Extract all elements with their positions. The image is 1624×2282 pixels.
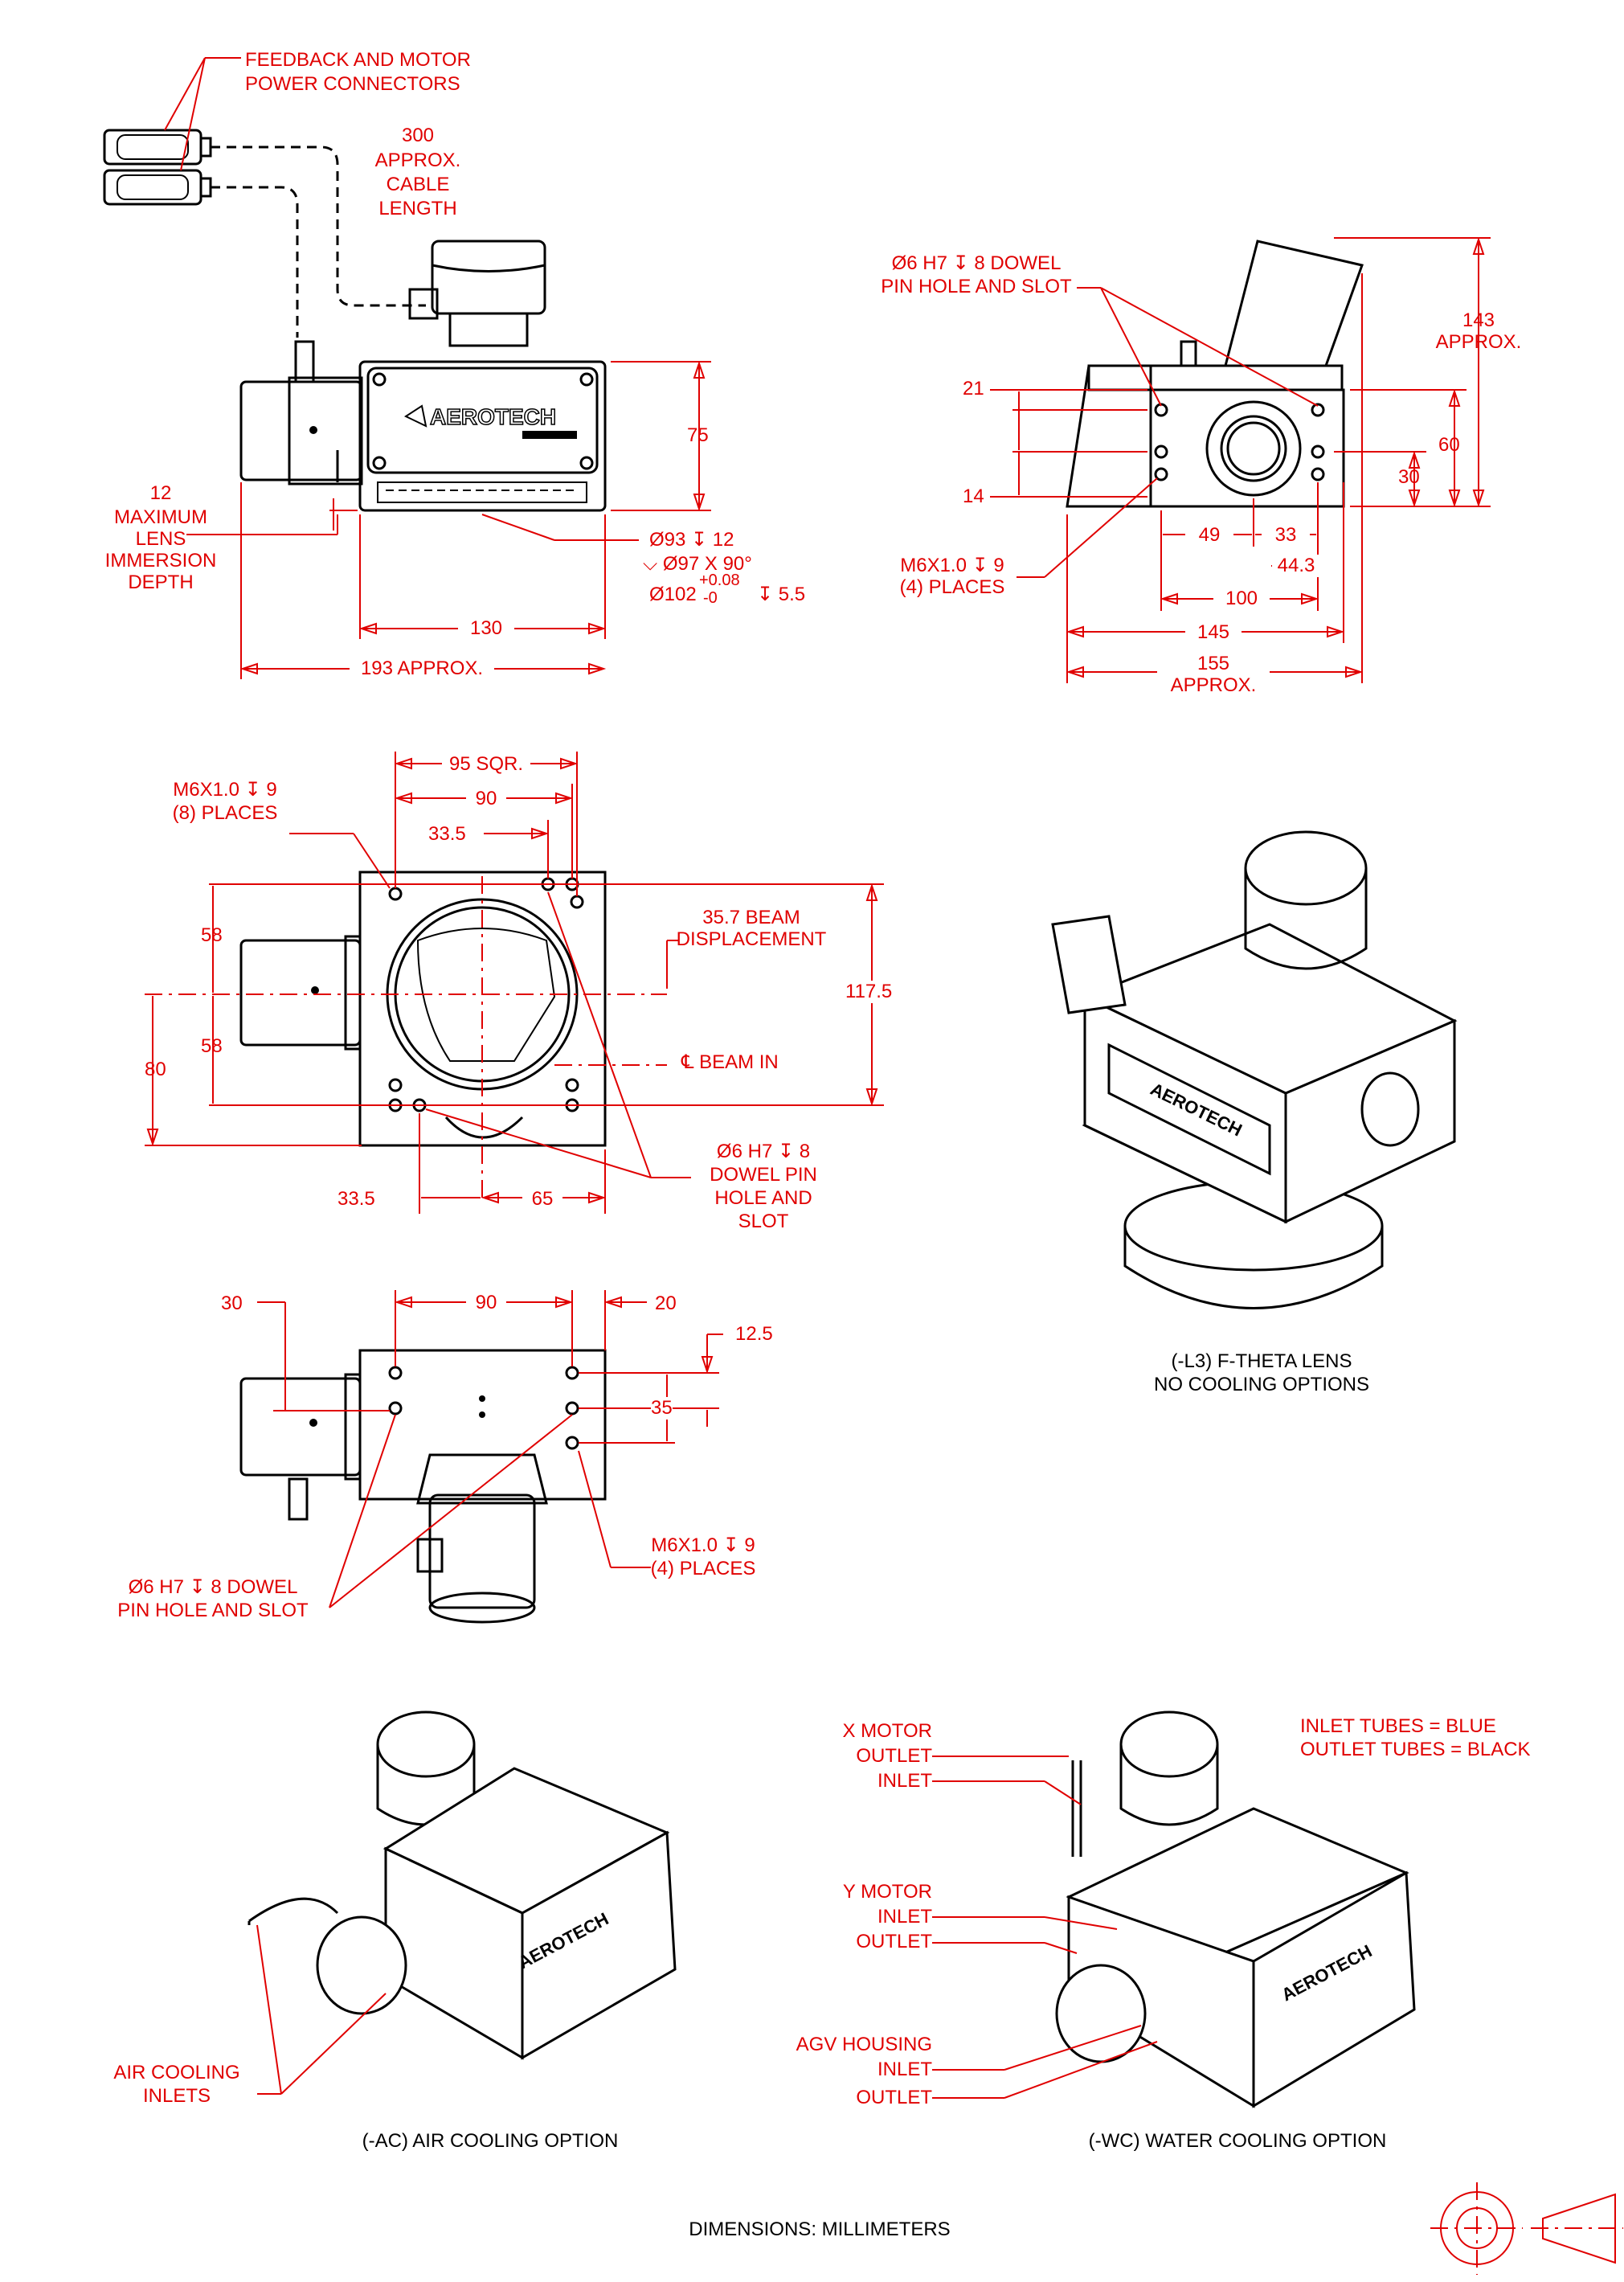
caption-dimensions: DIMENSIONS: MILLIMETERS <box>689 2218 951 2240</box>
agv-outlet: OUTLET <box>856 2087 932 2108</box>
side-view <box>990 236 1491 683</box>
d-sub-connector-2 <box>103 169 212 206</box>
x-motor-inlet: INLET <box>877 1770 932 1792</box>
dim-60: 60 <box>1438 434 1460 456</box>
dim-33-5-bottom: 33.5 <box>337 1188 375 1210</box>
dim-33-5-top: 33.5 <box>428 823 466 845</box>
x-motor-outlet: OUTLET <box>856 1745 932 1767</box>
tap-callout-bottom: M6X1.0 ↧ 9 (4) PLACES <box>650 1534 756 1579</box>
y-motor-outlet: OUTLET <box>856 1931 932 1952</box>
dowel-callout-bottom: Ø6 H7 ↧ 8 DOWEL PIN HOLE AND SLOT <box>117 1576 309 1621</box>
connectors-label: FEEDBACK AND MOTOR POWER CONNECTORS <box>245 49 471 95</box>
caption-ac: (-AC) AIR COOLING OPTION <box>362 2130 619 2152</box>
tap-callout-top: M6X1.0 ↧ 9 (8) PLACES <box>172 779 278 824</box>
beam-displacement: 35.7 BEAM DISPLACEMENT <box>676 907 827 950</box>
dim-193: 193 APPROX. <box>350 658 494 680</box>
agv-housing-label: AGV HOUSING <box>796 2034 932 2055</box>
dim-12-5: 12.5 <box>735 1323 773 1345</box>
aerotech-logo: AEROTECH <box>430 404 556 429</box>
dim-90-bottom: 90 <box>466 1292 506 1314</box>
bottom-view <box>239 1290 723 1624</box>
beam-in-label: ℄ BEAM IN <box>681 1051 779 1073</box>
isometric-ac: AEROTECH <box>247 1710 677 2095</box>
top-view <box>145 752 884 1214</box>
dim-35: 35 <box>651 1397 673 1420</box>
dim-65: 65 <box>522 1188 562 1211</box>
immersion-label: MAXIMUM LENS IMMERSION DEPTH <box>104 506 217 593</box>
bore-tolerance-minus: -0 <box>703 589 718 607</box>
dim-58-lower: 58 <box>201 1035 223 1057</box>
bore-callout-2: ⌵ Ø97 X 90° <box>643 553 752 575</box>
x-motor-label: X MOTOR <box>842 1720 932 1742</box>
dim-95-sqr: 95 SQR. <box>442 753 530 776</box>
dim-100: 100 <box>1213 588 1270 610</box>
dim-30: 30 <box>1398 466 1420 488</box>
cable-length-label: APPROX. CABLE LENGTH <box>374 150 461 219</box>
cable-length-value: 300 <box>401 125 435 146</box>
isometric-l3: AEROTECH <box>1051 830 1458 1309</box>
tube-colors-outlet: OUTLET TUBES = BLACK <box>1300 1739 1531 1760</box>
bore-callout-3a: Ø102 <box>649 584 697 605</box>
bore-tolerance-plus: +0.08 <box>699 572 740 589</box>
tap-callout-side: M6X1.0 ↧ 9 (4) PLACES <box>899 555 1005 598</box>
dim-33: 33 <box>1262 524 1310 547</box>
dim-75: 75 <box>687 424 709 446</box>
bore-callout-3b: ↧ 5.5 <box>757 584 806 605</box>
dim-21: 21 <box>963 378 984 399</box>
dowel-callout-side: Ø6 H7 ↧ 8 DOWEL PIN HOLE AND SLOT <box>881 252 1072 297</box>
dim-155: 155 APPROX. <box>1157 653 1270 696</box>
dim-14: 14 <box>963 485 984 507</box>
air-cooling-inlets: AIR COOLING INLETS <box>113 2062 240 2107</box>
dim-30-bottom: 30 <box>221 1293 243 1314</box>
front-view: AEROTECH <box>103 57 711 679</box>
dim-49: 49 <box>1185 524 1233 547</box>
d-sub-connector-1 <box>103 129 212 166</box>
caption-wc: (-WC) WATER COOLING OPTION <box>1088 2130 1387 2152</box>
dim-145: 145 <box>1185 621 1242 644</box>
projection-symbol <box>1430 2182 1623 2275</box>
y-motor-label: Y MOTOR <box>842 1881 932 1903</box>
dim-143: 143 APPROX. <box>1435 309 1522 353</box>
y-motor-inlet: INLET <box>877 1906 932 1928</box>
caption-l3-line2: NO COOLING OPTIONS <box>1153 1374 1370 1395</box>
dim-44-3: 44.3 <box>1272 555 1320 577</box>
dim-58-upper: 58 <box>201 924 223 946</box>
isometric-wc: AEROTECH <box>932 1710 1416 2108</box>
agv-inlet: INLET <box>877 2059 932 2080</box>
bore-callout-1: Ø93 ↧ 12 <box>649 529 734 551</box>
immersion-value: 12 <box>149 482 172 504</box>
dowel-callout-top: Ø6 H7 ↧ 8 DOWEL PIN HOLE AND SLOT <box>710 1141 817 1232</box>
dim-90-top: 90 <box>466 788 506 810</box>
tube-colors-inlet: INLET TUBES = BLUE <box>1300 1715 1496 1737</box>
dim-80: 80 <box>145 1059 166 1080</box>
dim-20: 20 <box>655 1293 677 1314</box>
caption-l3-line1: (-L3) F-THETA LENS <box>1171 1350 1352 1372</box>
dim-130: 130 <box>458 617 514 640</box>
dim-117-5: 117.5 <box>845 981 893 1003</box>
